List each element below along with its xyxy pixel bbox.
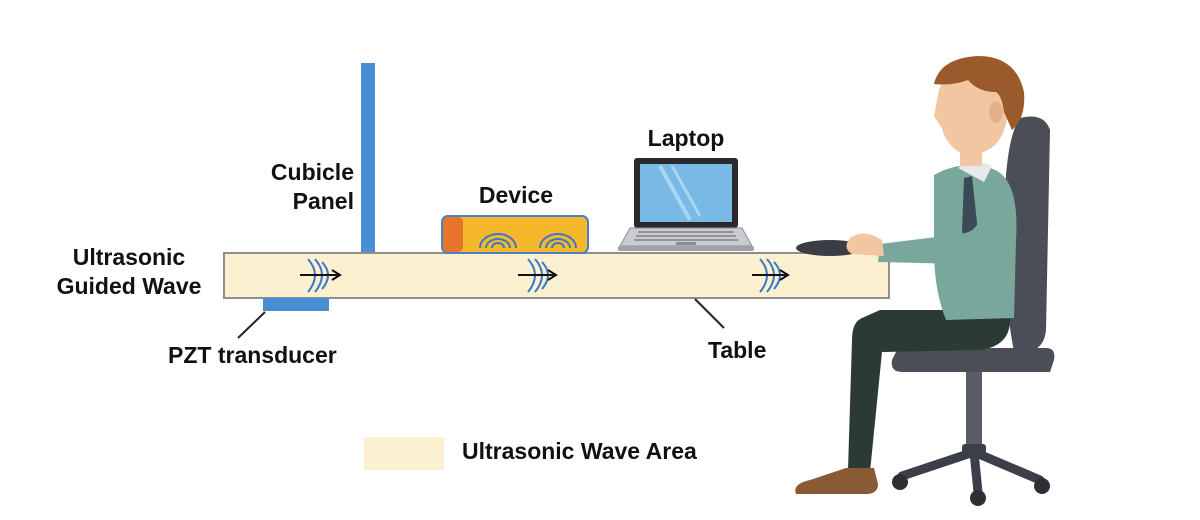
ultrasonic-guided-wave-label: Ultrasonic Guided Wave <box>40 243 218 301</box>
wave-arrow-1 <box>300 258 342 293</box>
device-label: Device <box>478 182 554 208</box>
office-chair <box>891 116 1055 506</box>
table-leader-line <box>694 298 725 329</box>
cubicle-panel-label: Cubicle Panel <box>214 158 354 216</box>
ultrasonic-guided-wave-label-line1: Ultrasonic <box>72 244 186 270</box>
table-label: Table <box>708 337 767 363</box>
pzt-transducer-label: PZT transducer <box>168 342 337 368</box>
pzt-leader-line <box>237 311 266 339</box>
legend-label: Ultrasonic Wave Area <box>462 438 697 464</box>
wave-arrow-2 <box>518 258 558 293</box>
legend-swatch <box>364 437 444 470</box>
pzt-transducer <box>263 298 329 311</box>
cubicle-panel-label-line2: Panel <box>292 188 354 214</box>
cubicle-panel-label-line1: Cubicle <box>270 159 354 185</box>
device-wave-icon-left <box>479 233 517 249</box>
cubicle-panel <box>361 63 375 256</box>
laptop <box>618 158 754 251</box>
device <box>441 215 589 254</box>
laptop-label: Laptop <box>647 125 725 151</box>
ultrasonic-guided-wave-label-line2: Guided Wave <box>56 273 202 299</box>
person <box>795 56 1025 494</box>
device-wave-icon-right <box>539 233 577 249</box>
wave-arrow-3 <box>752 258 790 293</box>
